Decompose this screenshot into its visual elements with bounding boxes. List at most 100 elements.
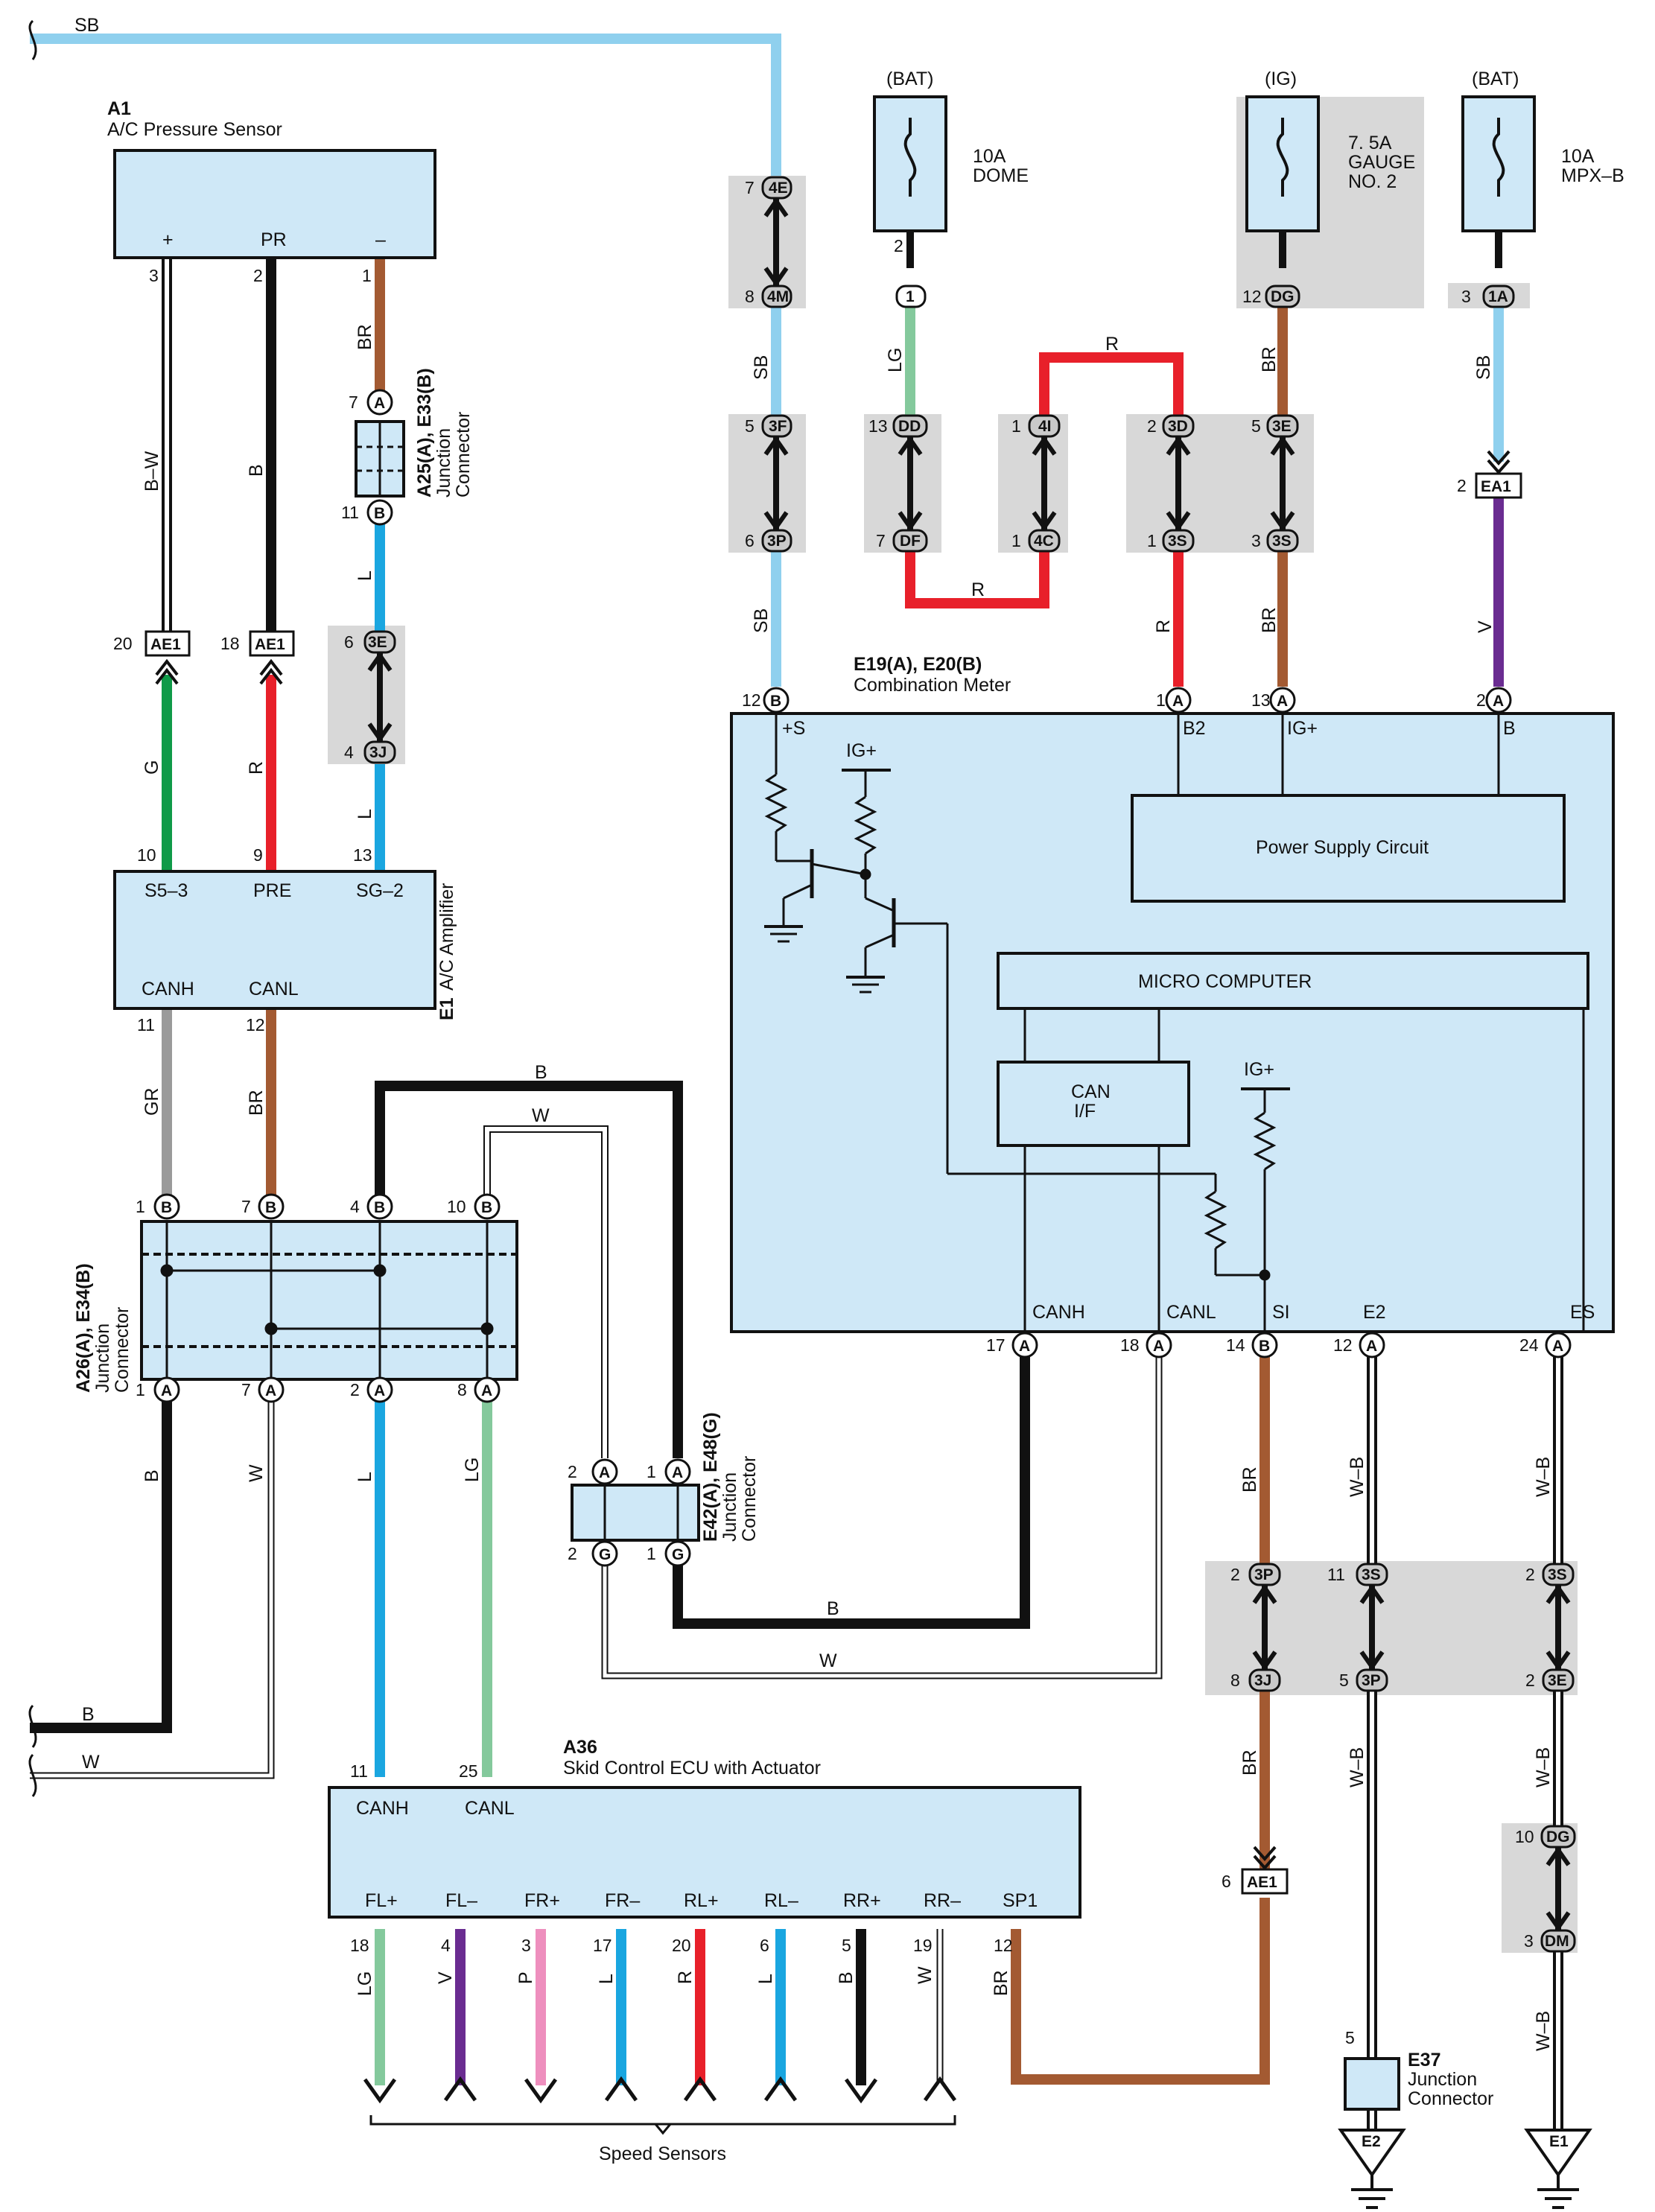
- fuse-dome-box: [873, 95, 947, 232]
- svg-text:AE1: AE1: [255, 636, 285, 653]
- svg-text:BR: BR: [355, 324, 375, 350]
- connectors: 4E 4M 3F 3P 1 DD DF 4I: [144, 176, 1576, 1953]
- e1-box: [113, 870, 436, 1010]
- connector-3p-3j: 3P 3J: [1248, 1563, 1281, 1692]
- svg-text:3S: 3S: [1272, 533, 1292, 550]
- svg-text:2: 2: [894, 236, 903, 255]
- vertical-wire-labels: SB SB LG BR SB R BR V B–W B BR L G R L G…: [142, 324, 1554, 2051]
- svg-text:B: B: [1259, 1338, 1270, 1355]
- fuse-gauge-box: [1245, 95, 1320, 232]
- svg-text:3D: 3D: [1168, 418, 1188, 435]
- svg-text:B: B: [770, 693, 781, 710]
- a26-internals: [142, 1221, 517, 1379]
- svg-text:7: 7: [349, 392, 358, 412]
- svg-text:11: 11: [1327, 1565, 1345, 1584]
- svg-text:2: 2: [1525, 1671, 1535, 1690]
- svg-text:R: R: [1153, 620, 1174, 633]
- meter-pin-b: B: [1503, 718, 1516, 739]
- svg-text:5: 5: [1345, 2028, 1355, 2047]
- can-label-1: CAN: [1071, 1081, 1111, 1102]
- svg-text:2: 2: [1525, 1565, 1535, 1584]
- a36-rr-plus: RR+: [843, 1890, 881, 1911]
- svg-text:BR: BR: [1239, 1466, 1260, 1493]
- top-b-label: B: [535, 1062, 547, 1083]
- speed-sensors-label: Speed Sensors: [599, 2143, 726, 2164]
- red-bottom-label: R: [971, 579, 985, 600]
- meter-ig-right: IG+: [1244, 1059, 1274, 1080]
- svg-text:1: 1: [1011, 531, 1021, 550]
- svg-text:2: 2: [1457, 476, 1467, 495]
- svg-text:A: A: [1552, 1338, 1563, 1355]
- svg-text:G: G: [672, 1546, 684, 1563]
- svg-text:R: R: [246, 761, 267, 775]
- a26-name1: Junction: [92, 1323, 113, 1393]
- svg-text:DD: DD: [898, 418, 921, 435]
- a1-box: [113, 149, 436, 259]
- micro-label: MICRO COMPUTER: [1138, 971, 1312, 992]
- svg-text:1: 1: [647, 1544, 656, 1563]
- svg-text:18: 18: [220, 634, 240, 653]
- e42-name1: Junction: [720, 1472, 740, 1542]
- svg-text:7: 7: [745, 178, 755, 197]
- left-b-label: B: [82, 1704, 95, 1725]
- meter-ig-left: IG+: [846, 740, 877, 761]
- meter-pin-canh: CANH: [1032, 1302, 1085, 1323]
- svg-text:13: 13: [868, 416, 888, 436]
- connector-4i-4c: 4I 4C: [1028, 414, 1061, 553]
- red-top-label: R: [1105, 334, 1119, 355]
- svg-text:AE1: AE1: [1247, 1874, 1277, 1891]
- connector-dg-dm: DG DM: [1540, 1825, 1576, 1953]
- svg-text:12: 12: [1242, 287, 1262, 306]
- connector-1: 1: [895, 285, 927, 308]
- svg-text:3S: 3S: [1548, 1566, 1567, 1583]
- fuse-gauge-line3: NO. 2: [1348, 171, 1397, 192]
- e37-box: [1344, 2057, 1400, 2111]
- svg-text:4: 4: [350, 1197, 360, 1216]
- svg-text:1: 1: [362, 266, 372, 285]
- meter-pin-e2: E2: [1363, 1302, 1386, 1323]
- wire-b-meter: [673, 1341, 1030, 1629]
- svg-text:A: A: [1172, 693, 1184, 710]
- svg-text:3P: 3P: [767, 533, 787, 550]
- pin-numbers: 3 2 1 20 18 10 9 13 11 12 1 7 4 10 1 7 2…: [113, 178, 1539, 2047]
- wire-w-left-in: [30, 1400, 273, 1778]
- fuse-dome-source: (BAT): [886, 69, 933, 89]
- a36-fr-plus: FR+: [524, 1890, 560, 1911]
- fuse-mpx-box: [1461, 95, 1536, 232]
- fuse-dome-line2: DOME: [973, 165, 1029, 186]
- svg-text:A: A: [1153, 1338, 1164, 1355]
- svg-text:AE1: AE1: [150, 636, 181, 653]
- wire-break-marks: [28, 19, 37, 1797]
- svg-text:5: 5: [1251, 416, 1261, 436]
- svg-text:A: A: [481, 1382, 492, 1399]
- connector-dg-top: DG: [1265, 285, 1300, 308]
- svg-text:BR: BR: [246, 1090, 267, 1116]
- connector-4e-4m: 4E 4M: [761, 176, 792, 308]
- svg-text:B: B: [161, 1199, 172, 1216]
- svg-text:6: 6: [745, 531, 755, 550]
- e1-code: E1: [436, 997, 457, 1020]
- power-supply-box: [1131, 794, 1566, 903]
- svg-text:V: V: [1475, 620, 1496, 633]
- svg-text:19: 19: [913, 1936, 933, 1955]
- svg-text:5: 5: [1339, 1671, 1349, 1690]
- can-if-box: [997, 1061, 1190, 1147]
- svg-text:DM: DM: [1545, 1933, 1569, 1950]
- svg-text:3S: 3S: [1168, 533, 1187, 550]
- can-label-2: I/F: [1074, 1101, 1096, 1122]
- svg-text:9: 9: [253, 845, 263, 865]
- wire-w-left: [30, 1400, 275, 1779]
- svg-text:LG: LG: [462, 1458, 483, 1482]
- fuse-mpx-line1: 10A: [1561, 146, 1595, 167]
- e1-pin-pre: PRE: [253, 880, 291, 901]
- svg-text:2: 2: [1147, 416, 1157, 436]
- a26-box: [140, 1220, 518, 1381]
- svg-text:13: 13: [1251, 690, 1271, 710]
- svg-text:SB: SB: [751, 608, 772, 633]
- svg-text:10: 10: [447, 1197, 466, 1216]
- svg-text:5: 5: [745, 416, 755, 436]
- fuse-dome-line1: 10A: [973, 146, 1006, 167]
- svg-text:A: A: [265, 1382, 276, 1399]
- a36-name: Skid Control ECU with Actuator: [563, 1758, 821, 1779]
